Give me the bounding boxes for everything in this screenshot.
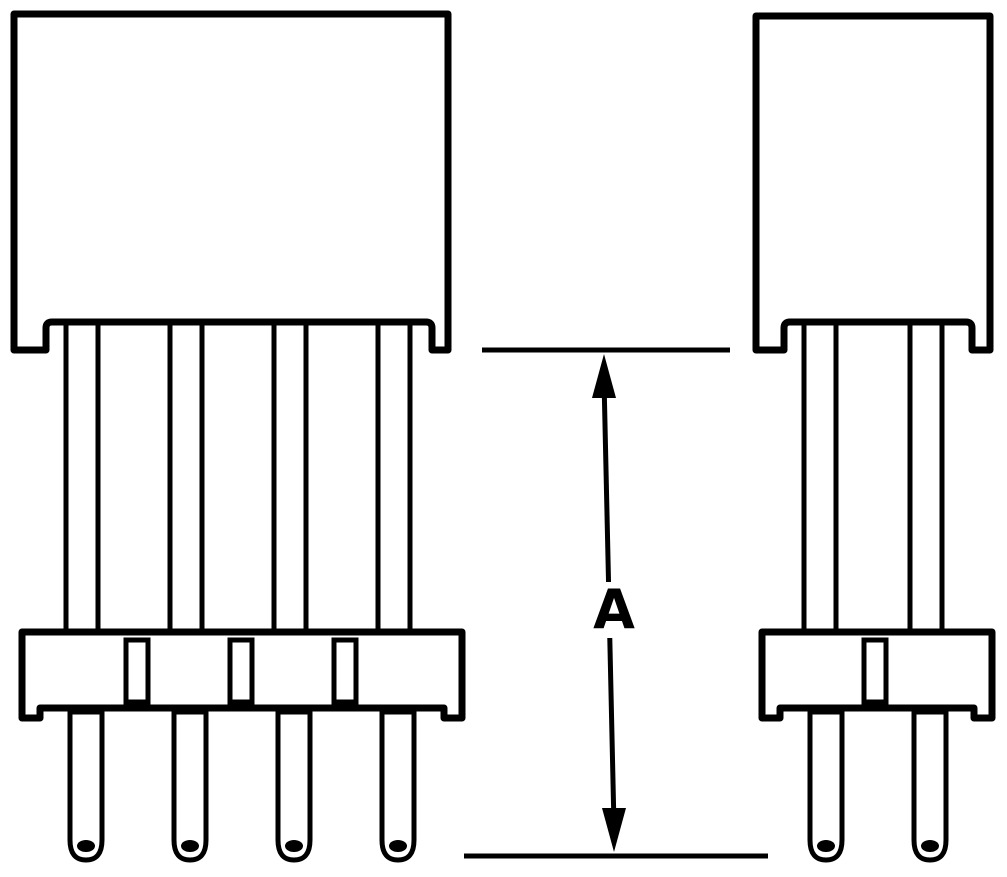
pin-upper xyxy=(63,317,101,643)
pin-upper xyxy=(375,317,413,643)
pin-lower xyxy=(171,709,209,863)
pin-tip xyxy=(817,840,835,852)
pin-tip xyxy=(389,840,407,852)
pin-lower xyxy=(911,709,949,863)
pin-lower xyxy=(275,709,313,863)
front-view xyxy=(10,10,466,863)
spacer-slot xyxy=(331,637,359,705)
dimension-arrow-top xyxy=(592,354,616,398)
pin-2 xyxy=(167,317,209,863)
spacer-slot xyxy=(227,637,255,705)
spacer-slot xyxy=(123,637,151,705)
front-spacer-slots xyxy=(123,637,359,705)
pin-tip xyxy=(77,840,95,852)
pin-lower xyxy=(379,709,417,863)
pin-upper xyxy=(907,317,945,643)
pin-upper xyxy=(167,317,205,643)
front-housing xyxy=(10,10,452,354)
pin-lower xyxy=(807,709,845,863)
pin-tip xyxy=(285,840,303,852)
pin-1 xyxy=(801,317,845,863)
side-pins xyxy=(801,317,949,863)
spacer-slot xyxy=(861,637,889,705)
pin-3 xyxy=(271,317,313,863)
pin-upper xyxy=(801,317,839,643)
dimension-arrow-bottom xyxy=(602,808,626,852)
pin-1 xyxy=(63,317,105,863)
side-view xyxy=(752,12,996,863)
pin-4 xyxy=(375,317,417,863)
side-housing xyxy=(752,12,994,354)
pin-upper xyxy=(271,317,309,643)
pin-tip xyxy=(181,840,199,852)
pin-tip xyxy=(921,840,939,852)
dimension-label: A xyxy=(586,582,642,638)
pin-2 xyxy=(907,317,949,863)
front-pins xyxy=(63,317,417,863)
pin-lower xyxy=(67,709,105,863)
